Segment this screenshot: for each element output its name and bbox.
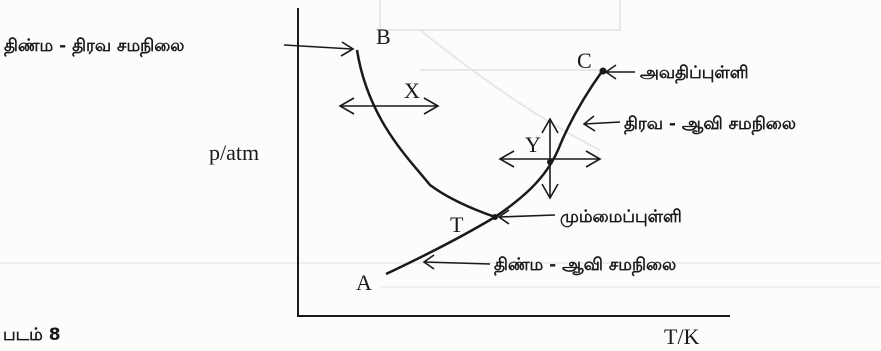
liquid-vapour-label: திரவ - ஆவி சமநிலை [624, 114, 796, 136]
point-Y-label: Y [525, 132, 541, 157]
solid-liquid-curve [355, 49, 496, 219]
point-X-label: X [404, 78, 420, 103]
critical-point-dot [599, 67, 607, 75]
solid-vapour-label: திண்ம - ஆவி சமநிலை [494, 255, 676, 277]
figure-caption: படம் 8 [3, 325, 61, 345]
x-double-arrow [338, 97, 440, 115]
point-A-label: A [356, 270, 372, 295]
point-B-label: B [376, 24, 391, 49]
y-axis-label: p/atm [209, 140, 259, 165]
liquid-vapour-curve [494, 69, 605, 219]
critical-point-label: அவதிப்புள்ளி [640, 63, 749, 83]
solid-vapour-curve [385, 215, 496, 276]
triple-point-dot [492, 214, 498, 220]
triple-point-label: மும்மைப்புள்ளி [560, 207, 682, 227]
pointer-arrows [283, 41, 635, 270]
y-cross-arrows [498, 117, 602, 200]
point-C-label: C [577, 48, 592, 73]
solid-liquid-label: திண்ம - திரவ சமநிலை [4, 36, 184, 58]
point-T-label: T [450, 212, 464, 237]
x-axis-label: T/K [664, 324, 700, 349]
